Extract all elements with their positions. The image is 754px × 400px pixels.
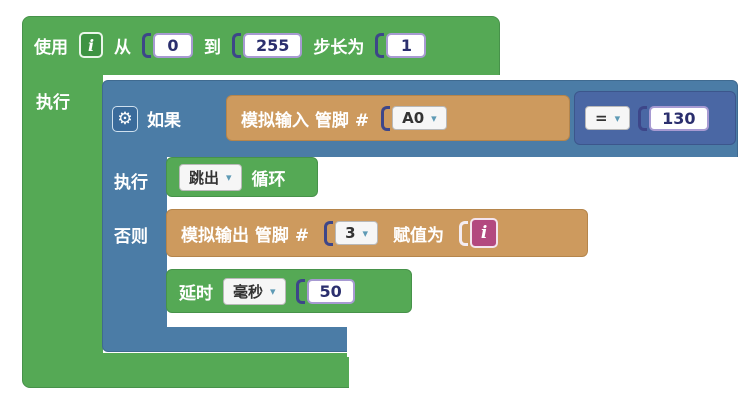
loop-variable-chip[interactable]: i <box>79 32 103 58</box>
analog-read-pin-value: A0 <box>402 109 425 127</box>
analog-read-label: 模拟输入 管脚 # <box>241 110 370 131</box>
break-action-value: 跳出 <box>189 168 220 187</box>
delay-duration-slot: 50 <box>295 278 355 304</box>
mutator-gear-icon[interactable]: ⚙ <box>112 105 138 132</box>
socket-bracket-icon <box>232 32 241 58</box>
socket-bracket-icon <box>324 220 334 246</box>
loop-use-label: 使用 <box>34 37 68 58</box>
delay-unit-dropdown[interactable]: 毫秒 ▾ <box>223 277 286 305</box>
loop-step-label: 步长为 <box>313 37 365 58</box>
loop-to-value[interactable]: 255 <box>243 32 303 58</box>
compare-value[interactable]: 130 <box>649 105 709 131</box>
loop-step-value[interactable]: 1 <box>386 32 427 58</box>
compare-value-slot: 130 <box>638 105 709 131</box>
analog-write-block[interactable]: 模拟输出 管脚 # 3 ▾ 赋值为 i <box>166 209 588 257</box>
socket-bracket-icon <box>638 105 648 131</box>
loop-to-slot: 255 <box>232 32 303 58</box>
socket-bracket-icon <box>295 278 305 304</box>
delay-unit-value: 毫秒 <box>233 282 264 301</box>
variable-i-block[interactable]: i <box>470 218 499 248</box>
loop-from-value[interactable]: 0 <box>153 32 193 58</box>
compare-operator-dropdown[interactable]: = ▾ <box>585 106 631 130</box>
analog-write-pin-slot: 3 ▾ <box>324 220 379 246</box>
analog-write-pin-dropdown[interactable]: 3 ▾ <box>335 221 379 245</box>
delay-block[interactable]: 延时 毫秒 ▾ 50 <box>166 269 412 313</box>
loop-do-label: 执行 <box>36 93 70 113</box>
loop-step-slot: 1 <box>375 32 427 58</box>
if-else-mouth-corner <box>347 327 743 357</box>
dropdown-arrow-icon: ▾ <box>270 284 276 298</box>
socket-bracket-icon <box>381 105 391 131</box>
for-loop-header[interactable]: 使用 i 从 0 到 255 步长为 1 <box>22 16 500 74</box>
if-do-label: 执行 <box>114 173 148 193</box>
analog-write-pin-value: 3 <box>345 224 356 242</box>
delay-duration-value[interactable]: 50 <box>306 278 355 304</box>
analog-read-pin-dropdown[interactable]: A0 ▾ <box>392 106 447 130</box>
assign-label: 赋值为 <box>393 225 445 246</box>
analog-read-block[interactable]: 模拟输入 管脚 # A0 ▾ <box>226 95 570 141</box>
break-action-dropdown[interactable]: 跳出 ▾ <box>179 163 242 191</box>
compare-operator-value: = <box>595 109 608 127</box>
compare-block[interactable]: = ▾ 130 <box>574 91 736 145</box>
socket-bracket-icon <box>375 32 385 58</box>
loop-from-slot: 0 <box>142 32 193 58</box>
analog-read-pin-slot: A0 ▾ <box>381 105 447 131</box>
socket-bracket-icon <box>459 220 469 246</box>
analog-write-label: 模拟输出 管脚 # <box>181 225 310 246</box>
analog-write-value-slot: i <box>459 218 499 248</box>
loop-from-label: 从 <box>114 37 131 58</box>
delay-label: 延时 <box>179 283 213 304</box>
for-loop-mouth-corner <box>349 353 505 393</box>
break-block[interactable]: 跳出 ▾ 循环 <box>166 157 318 197</box>
socket-bracket-icon <box>142 32 151 58</box>
dropdown-arrow-icon: ▾ <box>226 170 232 184</box>
if-header: ⚙ 如果 <box>112 80 181 157</box>
if-label: 如果 <box>147 111 181 131</box>
dropdown-arrow-icon: ▾ <box>362 226 369 240</box>
loop-to-label: 到 <box>204 37 221 58</box>
dropdown-arrow-icon: ▾ <box>431 111 437 125</box>
break-suffix-label: 循环 <box>251 169 286 190</box>
dropdown-arrow-icon: ▾ <box>614 111 621 125</box>
if-else-label: 否则 <box>114 227 148 247</box>
